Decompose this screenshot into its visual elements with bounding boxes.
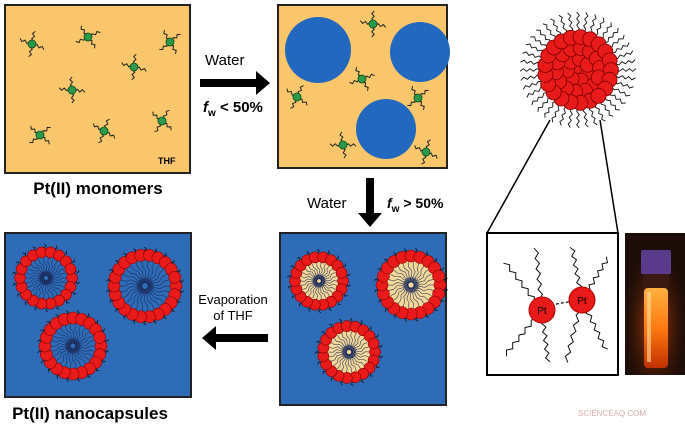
watermark-text: SCIENCEAQ.COM [578,409,646,418]
panel-monomers-thf: THF [4,4,191,174]
pt-monomer [75,25,101,49]
water-droplet [390,22,450,82]
pt-monomer [360,10,386,38]
pt-atom [568,286,596,314]
pt-monomer [58,76,86,104]
nanocapsule [11,243,81,313]
nanocapsule [314,317,384,387]
pt-monomer [414,139,438,165]
arrow-right-icon [200,71,270,95]
panel-nanocapsules-final [4,232,192,398]
zoom-line [486,119,551,234]
panel-thf-water-droplets [277,4,450,169]
nanocapsule-group [286,248,448,387]
step3-label-line1: Evaporation [198,292,267,307]
step1-condition-label: fw < 50% [203,99,263,119]
zoom-line [599,119,619,234]
pt-monomer [92,118,116,144]
nanocapsule [37,310,109,382]
pt-atom-label: Pt [537,306,547,317]
pt-monomer [159,30,181,54]
nanocapsule [374,248,448,322]
monomer-group [19,25,181,145]
water-droplet [356,99,416,159]
glowing-vial-photo [625,233,685,375]
pt-monomer [152,109,172,133]
pt-monomer [286,85,308,109]
water-droplet [285,17,351,83]
pt-monomer [407,86,429,110]
pt-atom-label: Pt [577,296,587,307]
pt-monomer [329,131,357,159]
nanocapsule-closeup [519,11,637,129]
pt-monomer [19,31,45,57]
monomers-caption: Pt(II) monomers [33,179,162,198]
arrow-left-icon [202,326,268,350]
pt-monomer [121,53,147,81]
pt-pt-bond [550,300,574,306]
solvent-label-thf: THF [158,156,176,166]
nanocapsules-caption: Pt(II) nanocapsules [12,404,168,423]
step1-reagent-label: Water [205,52,244,69]
step2-reagent-label: Water [307,195,346,212]
monomer-group [286,10,438,165]
nanocapsule [286,248,352,314]
pt-pt-interaction-inset: Pt Pt [486,232,619,376]
arrow-down-icon [358,178,382,227]
nanocapsule [106,246,184,326]
panel-nanocapsules-in-mixture [279,232,448,406]
step2-condition-label: fw > 50% [387,195,444,215]
pt-monomer [29,125,51,145]
nanocapsule-group [11,243,184,382]
pt-atom [528,296,556,324]
pt-monomer [349,67,375,91]
step3-label-line2: of THF [213,308,253,323]
